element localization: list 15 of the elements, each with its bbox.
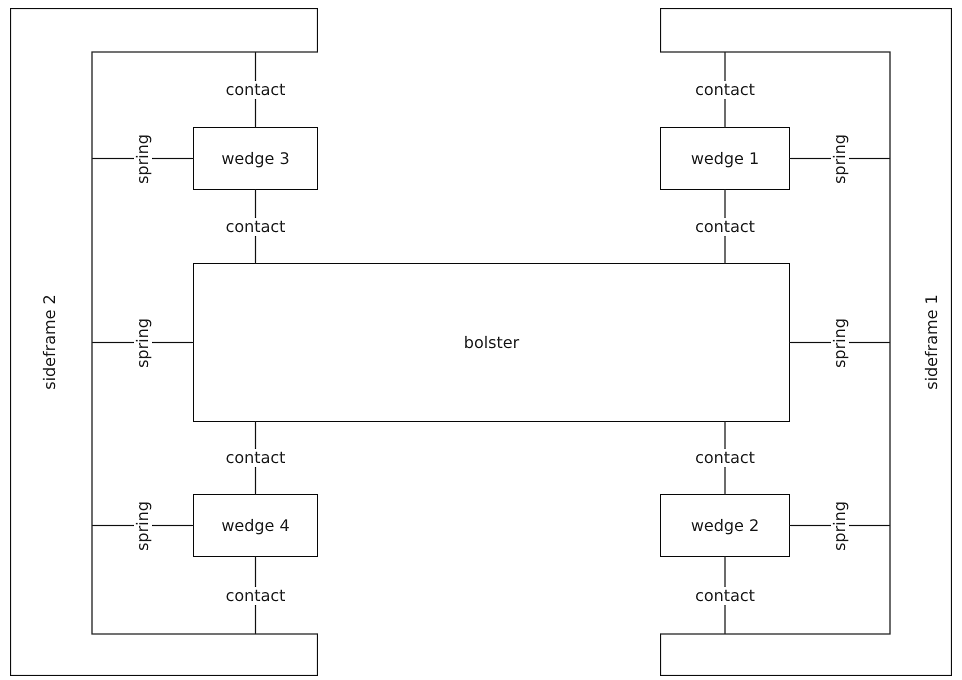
sideframe-label: sideframe 1 (924, 294, 940, 390)
edge-label: contact (224, 586, 288, 604)
wedge-box: wedge 3 (193, 127, 318, 190)
edge-label: contact (693, 218, 757, 236)
edge-label: contact (224, 80, 288, 98)
sideframe-label: sideframe 2 (42, 294, 58, 390)
edge-label: contact (693, 586, 757, 604)
wedge-box: wedge 1 (660, 127, 790, 190)
edge-label: contact (224, 218, 288, 236)
wedge-box: wedge 4 (193, 494, 318, 557)
bolster-box: bolster (193, 263, 790, 422)
edge-label: contact (693, 449, 757, 467)
edge-label: contact (693, 80, 757, 98)
wedge-box: wedge 2 (660, 494, 790, 557)
edge-label: contact (224, 449, 288, 467)
